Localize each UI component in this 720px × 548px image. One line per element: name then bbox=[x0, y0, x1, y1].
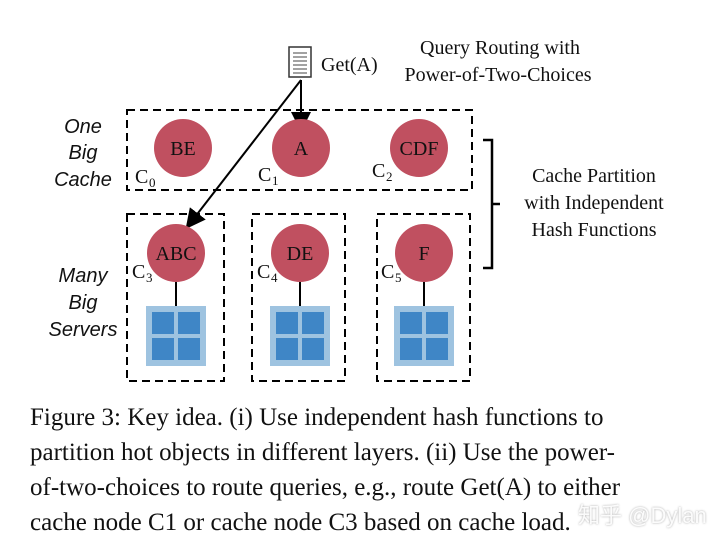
caption-line-1: Figure 3: Key idea. (i) Use independent … bbox=[30, 404, 604, 431]
svg-text:C: C bbox=[258, 164, 271, 186]
server-node-c5: F C 5 bbox=[381, 224, 453, 306]
cache-partition-title-3: Hash Functions bbox=[532, 219, 657, 241]
server-node-c4: DE C 4 bbox=[257, 224, 329, 306]
svg-text:BE: BE bbox=[170, 138, 196, 160]
svg-text:C: C bbox=[132, 261, 145, 283]
svg-text:C: C bbox=[257, 261, 270, 283]
many-big-servers-label-2: Big bbox=[69, 292, 98, 314]
watermark: 知乎 @Dylan bbox=[578, 503, 707, 528]
server-node-c3: ABC C 3 bbox=[132, 224, 205, 306]
svg-text:A: A bbox=[294, 138, 309, 160]
many-big-servers-label-3: Servers bbox=[49, 319, 118, 341]
svg-text:5: 5 bbox=[395, 270, 402, 285]
svg-text:0: 0 bbox=[149, 175, 156, 190]
cache-node-c2: CDF C 2 bbox=[372, 119, 448, 184]
query-document-icon bbox=[288, 46, 312, 78]
cache-partition-title-1: Cache Partition bbox=[532, 165, 656, 187]
query-routing-title-line1: Query Routing with bbox=[420, 37, 580, 59]
figure-caption: Figure 3: Key idea. (i) Use independent … bbox=[30, 400, 694, 540]
svg-text:ABC: ABC bbox=[155, 243, 196, 265]
one-big-cache-label-2: Big bbox=[69, 142, 98, 164]
server-box-c5 bbox=[376, 213, 471, 382]
svg-text:C: C bbox=[381, 261, 394, 283]
many-big-servers-label-1: Many bbox=[59, 265, 109, 287]
one-big-cache-label-1: One bbox=[64, 116, 102, 138]
one-big-cache-label-3: Cache bbox=[54, 169, 112, 191]
server-rack-icon-c3 bbox=[146, 306, 206, 366]
svg-text:F: F bbox=[418, 243, 429, 265]
cache-partition-title-2: with Independent bbox=[524, 192, 664, 214]
svg-text:4: 4 bbox=[271, 270, 278, 285]
svg-text:C: C bbox=[372, 160, 385, 182]
one-big-cache-box bbox=[126, 109, 473, 191]
caption-line-3: of-two-choices to route queries, e.g., r… bbox=[30, 474, 621, 501]
caption-line-2: partition hot objects in different layer… bbox=[30, 439, 615, 466]
cache-node-c1: A C 1 bbox=[258, 119, 330, 188]
caption-line-4: cache node C1 or cache node C3 based on … bbox=[30, 509, 571, 536]
svg-text:3: 3 bbox=[146, 270, 153, 285]
cache-node-c0: BE C 0 bbox=[135, 119, 212, 190]
svg-text:C: C bbox=[135, 166, 148, 188]
query-routing-title-line2: Power-of-Two-Choices bbox=[404, 64, 591, 86]
server-box-c3 bbox=[126, 213, 225, 382]
svg-text:DE: DE bbox=[287, 243, 314, 265]
svg-text:2: 2 bbox=[386, 169, 393, 184]
server-rack-icon-c4 bbox=[270, 306, 330, 366]
cache-partition-bracket bbox=[483, 138, 494, 270]
query-label: Get(A) bbox=[321, 54, 378, 76]
server-rack-icon-c5 bbox=[394, 306, 454, 366]
route-arrow-to-c3 bbox=[185, 79, 302, 230]
svg-text:CDF: CDF bbox=[400, 138, 439, 160]
svg-text:1: 1 bbox=[272, 173, 279, 188]
server-box-c4 bbox=[251, 213, 346, 382]
